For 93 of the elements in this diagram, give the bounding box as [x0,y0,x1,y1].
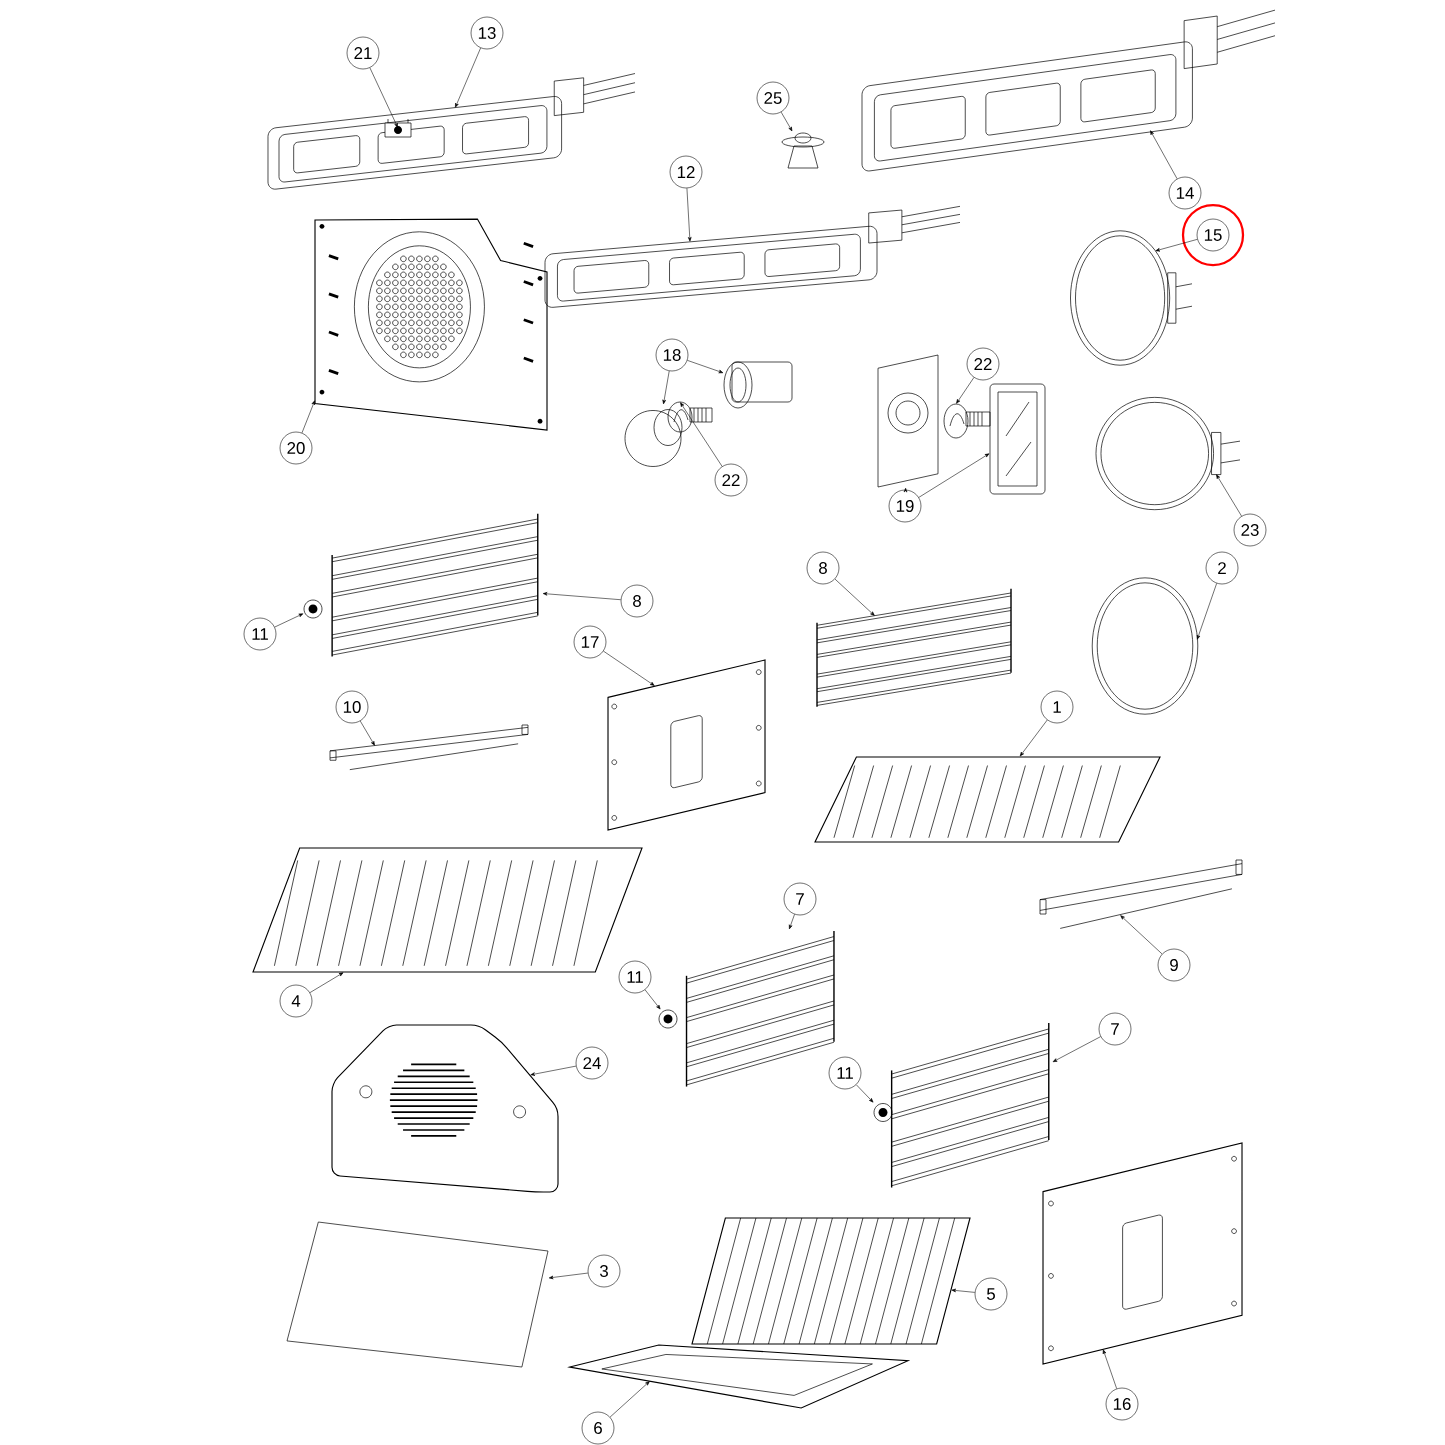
lamp-cover-drawing [624,409,683,467]
leader-line [834,578,875,616]
lamp-holder-drawing [723,361,793,409]
leader-line [369,67,398,128]
leader-line [542,592,622,600]
callout-number: 22 [966,347,1000,381]
leader-line [360,720,375,746]
ring-element-drawing [1070,230,1193,366]
callout-number: 18 [655,338,689,372]
baking-sheet-drawing [286,1221,549,1368]
callout-number: 17 [573,625,607,659]
callout-number: 21 [346,36,380,70]
leader-line [951,1288,976,1293]
callout-number: 8 [806,551,840,585]
callout-number: 5 [974,1277,1008,1311]
callout-number: 13 [470,16,504,50]
leader-line [644,989,661,1010]
callout-number: 23 [1233,513,1267,547]
wire-shelf-drawing [814,756,1161,843]
callout-number: 22 [714,463,748,497]
callout-number: 9 [1157,948,1191,982]
heating-element-drawing [861,9,1276,172]
leader-line [609,1381,650,1418]
slide-rail-drawing [329,724,529,770]
wire-shelf-drawing [252,847,643,973]
fixing-clip-drawing [303,599,323,619]
leader-line [1102,1349,1117,1389]
callout-number: 14 [1168,176,1202,210]
back-panel-drawing [314,218,548,431]
callout-number: 7 [1098,1012,1132,1046]
leader-line [301,400,315,434]
ring-element-drawing [1091,577,1199,715]
side-rack-drawing [816,588,1012,708]
leader-line [680,402,723,467]
lamp-bulb-drawing [943,403,991,439]
lamp-glass-drawing [989,383,1046,495]
callout-number: 7 [783,882,817,916]
heating-element-drawing [544,206,961,308]
leader-line [780,111,793,132]
leader-line [1052,1036,1101,1063]
leader-line [1155,239,1198,252]
leader-line [603,650,655,686]
leader-line [1196,583,1217,640]
fixing-clip-drawing [658,1009,678,1029]
callout-number: 24 [575,1046,609,1080]
leader-line [1150,130,1178,180]
callout-number: 2 [1205,551,1239,585]
leader-line [903,487,908,493]
cover-panel-drawing [1042,1142,1243,1365]
callout-number: 4 [279,984,313,1018]
side-rack-drawing [890,1022,1050,1189]
lamp-housing-drawing [877,354,939,488]
leader-line [455,47,481,108]
callout-number: 20 [279,431,313,465]
lamp-bulb-drawing [667,401,713,433]
ring-element-drawing [1095,397,1241,511]
callout-number: 25 [756,81,790,115]
callout-number: 19 [888,489,922,523]
leader-line [856,1084,874,1103]
side-rack-drawing [331,513,539,658]
leader-line [1019,719,1048,757]
cover-panel-drawing [607,659,766,831]
callout-number: 1 [1040,690,1074,724]
grill-rack-drawing [691,1217,971,1345]
callout-number: 10 [335,690,369,724]
heating-element-drawing [267,73,636,190]
side-rack-drawing [685,930,835,1088]
leader-line [687,360,724,374]
leader-line [789,914,795,930]
leader-line [530,1065,577,1076]
leader-line [918,453,990,498]
fan-cover-drawing [331,1024,559,1193]
knob-drawing [781,132,825,169]
callout-number: 8 [620,584,654,618]
callout-number: 11 [243,617,277,651]
callout-number: 3 [587,1254,621,1288]
callout-number: 6 [581,1411,615,1445]
leader-line [309,972,344,993]
leader-line [274,613,304,628]
fixing-clip-drawing [873,1103,893,1122]
callout-number: 11 [828,1056,862,1090]
leader-line [662,370,670,405]
leader-line [1216,474,1242,517]
thermostat-clip [384,118,412,138]
leader-line [956,377,975,404]
leader-line [686,188,692,242]
callout-number: 11 [618,960,652,994]
slide-rail-drawing [1039,859,1243,929]
leader-line [548,1272,589,1280]
callout-number: 16 [1105,1387,1139,1421]
callout-number: 12 [669,155,703,189]
callout-number: 15 [1196,218,1230,252]
leader-line [1120,915,1163,955]
